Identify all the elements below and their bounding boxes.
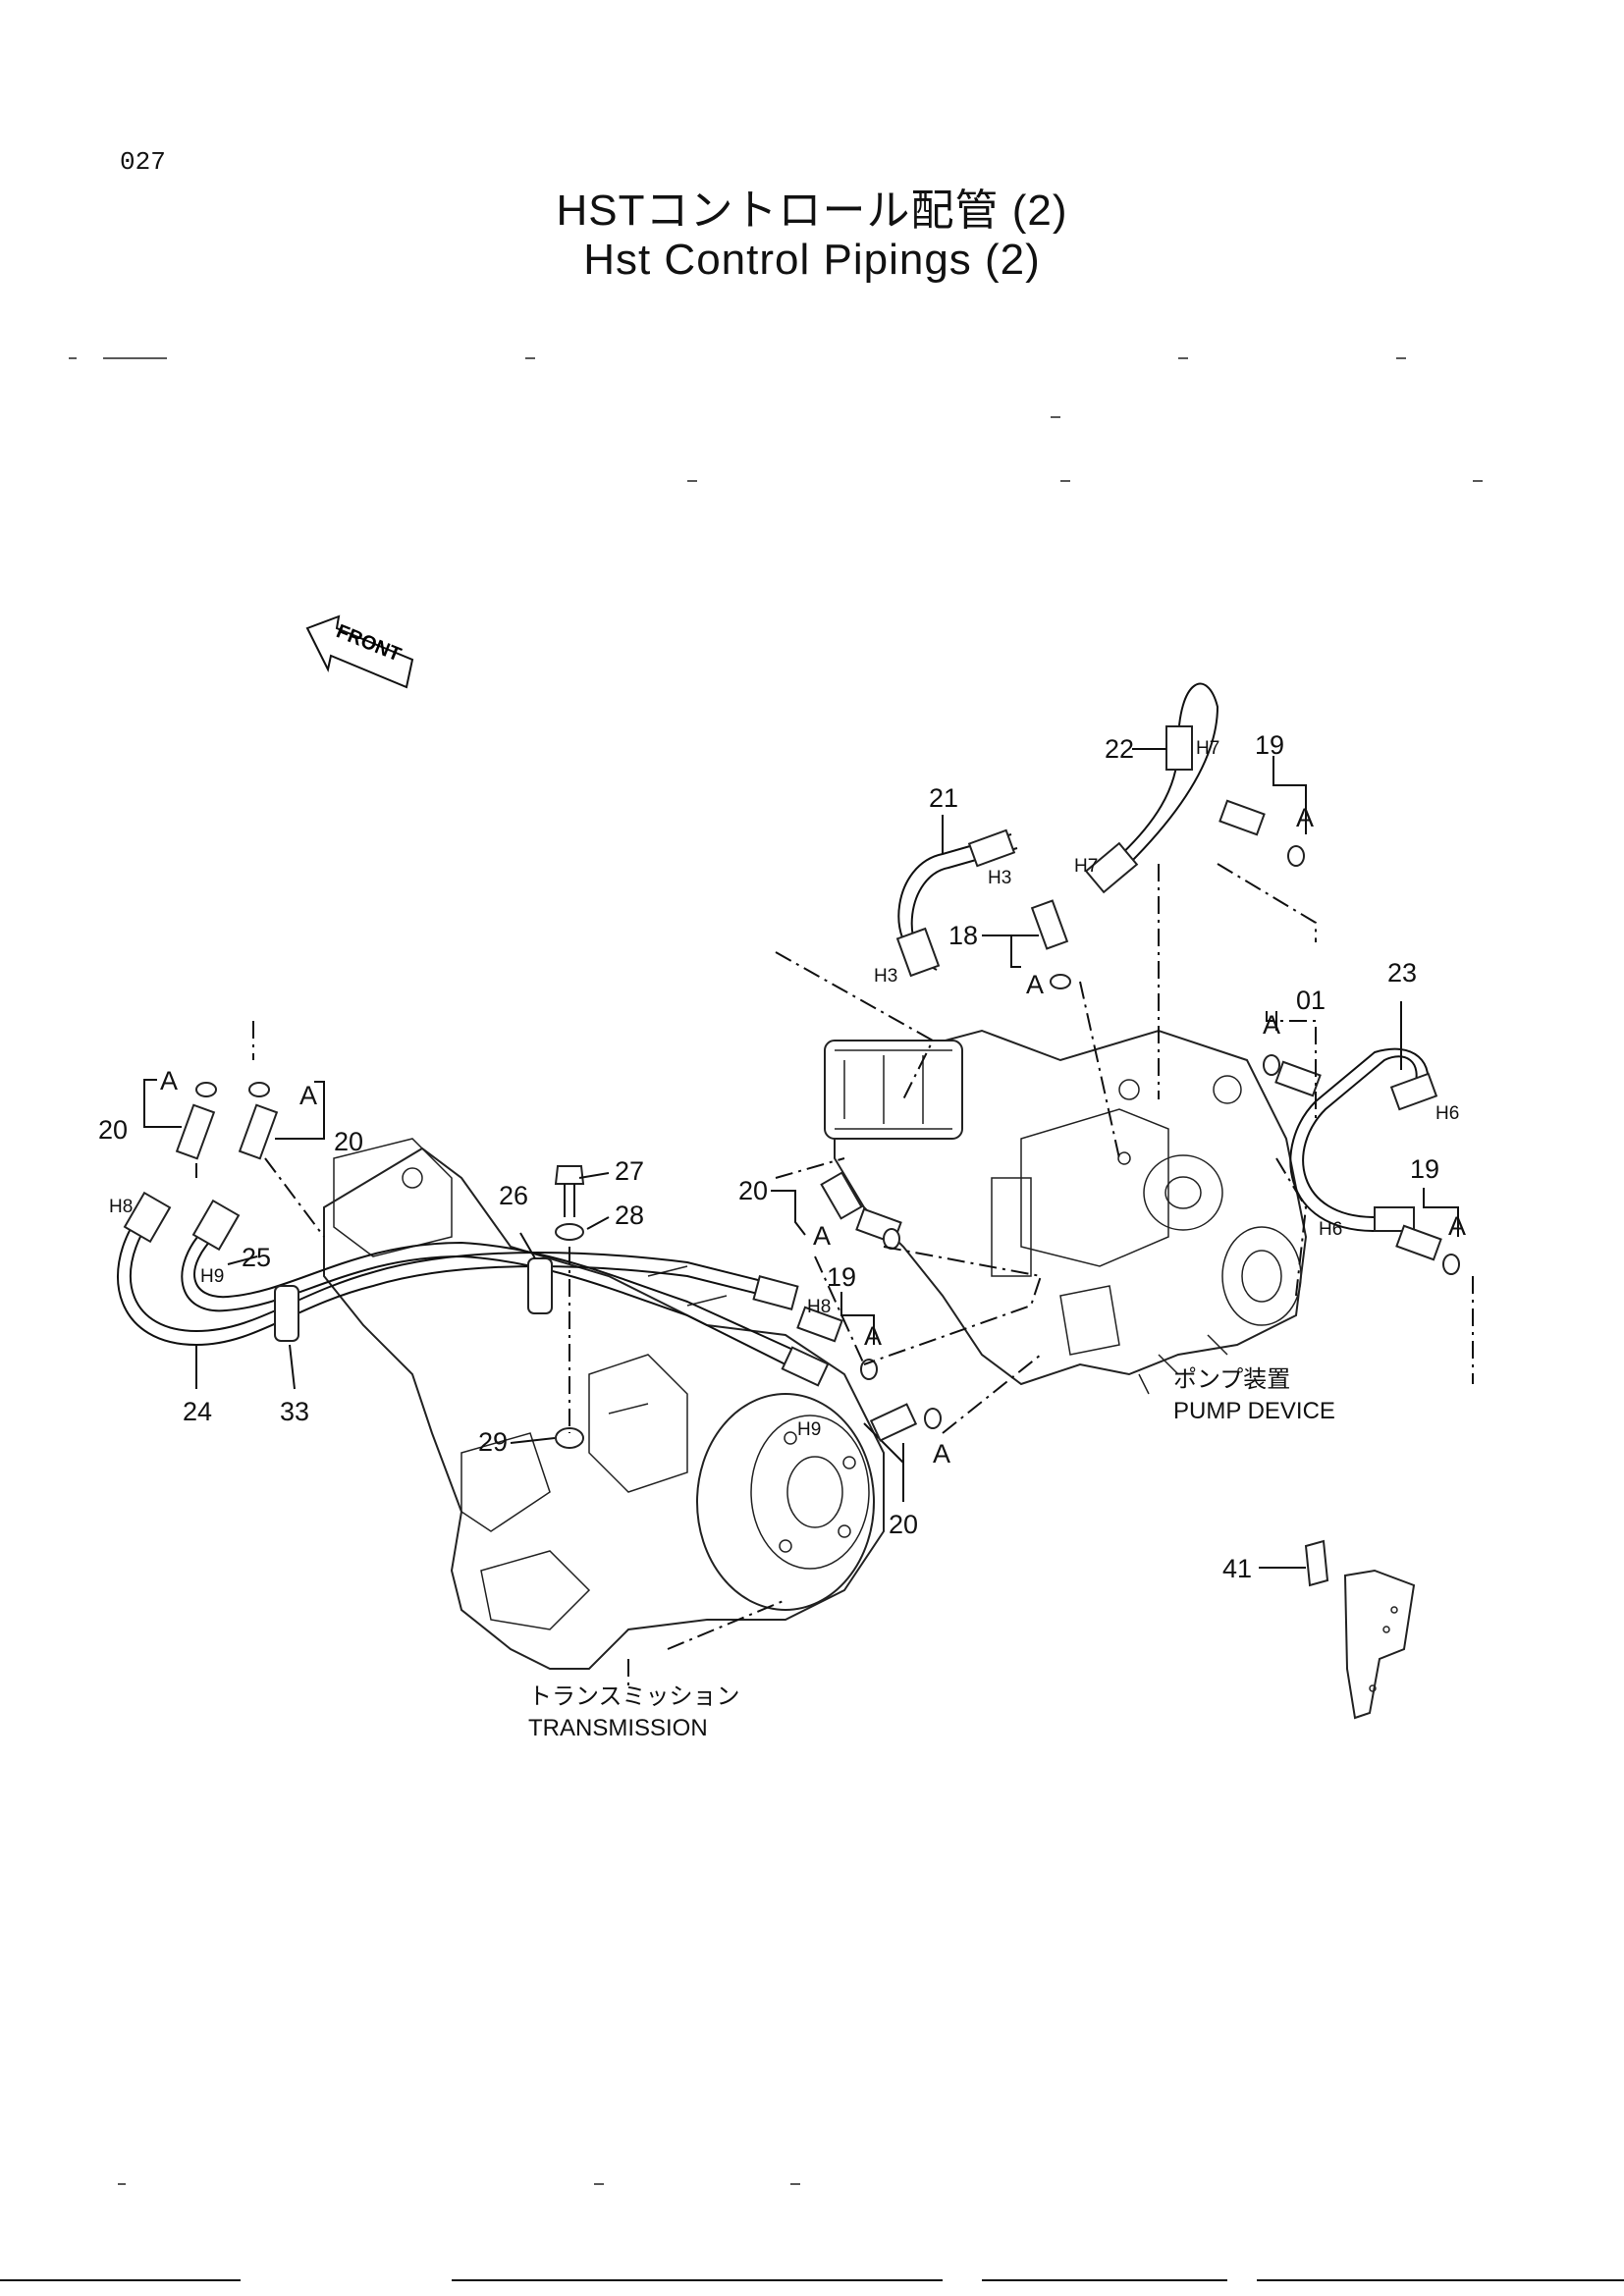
callout-25: 25 — [242, 1243, 271, 1272]
tee-fitting-18 — [1030, 899, 1071, 989]
washer-28 — [555, 1223, 584, 1241]
callout-20-center: 20 — [738, 1176, 768, 1205]
page-title-japanese: HSTコントロール配管 (2) — [556, 187, 1068, 235]
page-title-english: Hst Control Pipings (2) — [583, 236, 1041, 284]
transmission-drawing — [323, 1138, 885, 1670]
o-ring-mark-19-center: A — [864, 1321, 882, 1351]
hose-mark-h7-lower: H7 — [1074, 856, 1098, 877]
elbow-20-center — [820, 1171, 902, 1250]
o-ring-mark-left-a: A — [160, 1066, 178, 1095]
callout-26: 26 — [499, 1181, 528, 1210]
pump-device-label-jp: ポンプ装置 — [1173, 1366, 1290, 1393]
hose-mark-h3-upper: H3 — [988, 868, 1011, 888]
front-label: FRONT — [333, 620, 404, 666]
callout-19-center: 19 — [827, 1262, 856, 1292]
callout-18: 18 — [948, 921, 978, 950]
callout-41: 41 — [1222, 1554, 1252, 1583]
callout-22: 22 — [1105, 734, 1134, 764]
phantom-lines — [195, 863, 1474, 1688]
callout-33: 33 — [280, 1397, 309, 1426]
callout-19-right: 19 — [1410, 1154, 1439, 1184]
nut-29 — [555, 1427, 584, 1449]
hose-mark-h6-upper: H6 — [1435, 1103, 1459, 1124]
o-ring-mark-lower: A — [933, 1439, 950, 1468]
adapter-19-right — [1395, 1224, 1460, 1275]
pump-device-drawing — [824, 1029, 1308, 1395]
o-ring-mark-left-b: A — [299, 1081, 317, 1110]
bracket-41 — [1304, 1539, 1416, 1720]
hose-mark-h8-left: H8 — [109, 1197, 133, 1217]
hose-23 — [1289, 1047, 1438, 1232]
transmission-label-en: TRANSMISSION — [528, 1715, 708, 1741]
hose-mark-h3-lower: H3 — [874, 966, 897, 987]
scan-speckles — [69, 357, 1483, 2185]
hose-24 — [117, 1191, 799, 1347]
front-arrow-icon: FRONT — [305, 614, 414, 689]
o-ring-mark-right: A — [1448, 1211, 1466, 1241]
callout-24: 24 — [183, 1397, 212, 1426]
o-ring-mark-center: A — [813, 1221, 831, 1251]
hose-mark-h6-lower: H6 — [1319, 1219, 1342, 1240]
hose-25 — [181, 1199, 904, 1464]
leader-lines — [143, 748, 1459, 1569]
elbow-20-left-a — [175, 1082, 217, 1160]
o-ring-mark-top: A — [1296, 803, 1314, 832]
page-number: 027 — [120, 147, 166, 177]
bolt-27 — [554, 1165, 585, 1217]
footer-rule-mid — [452, 2279, 943, 2281]
hose-22 — [1084, 682, 1219, 894]
callout-29: 29 — [478, 1427, 508, 1457]
hose-21 — [895, 828, 1018, 978]
pump-device-label-en: PUMP DEVICE — [1173, 1398, 1335, 1424]
callout-19-top: 19 — [1255, 730, 1284, 760]
hose-mark-h7-top: H7 — [1196, 738, 1219, 759]
callout-20-left-b: 20 — [334, 1127, 363, 1156]
callout-01: 01 — [1296, 986, 1326, 1015]
footer-rule-left — [0, 2279, 241, 2281]
footer-rule-end — [1257, 2279, 1624, 2281]
elbow-20-lower — [869, 1403, 942, 1442]
hose-mark-h9-center: H9 — [797, 1419, 821, 1440]
transmission-label-jp: トランスミッション — [528, 1683, 740, 1710]
adapter-01 — [1263, 1054, 1322, 1097]
clamp-26 — [527, 1257, 553, 1314]
elbow-20-left-b — [238, 1082, 279, 1160]
callout-27: 27 — [615, 1156, 644, 1186]
callout-28: 28 — [615, 1201, 644, 1230]
callout-20-lower: 20 — [889, 1510, 918, 1539]
adapter-19-top — [1218, 799, 1305, 867]
hose-mark-h9-left: H9 — [200, 1266, 224, 1287]
hose-mark-h8-center: H8 — [807, 1297, 831, 1317]
o-ring-mark-01: A — [1263, 1010, 1280, 1040]
callout-23: 23 — [1387, 958, 1417, 988]
o-ring-mark-18: A — [1026, 970, 1044, 999]
footer-rule-right — [982, 2279, 1227, 2281]
clamp-33 — [274, 1285, 299, 1342]
callout-20-left: 20 — [98, 1115, 128, 1145]
callout-21: 21 — [929, 783, 958, 813]
